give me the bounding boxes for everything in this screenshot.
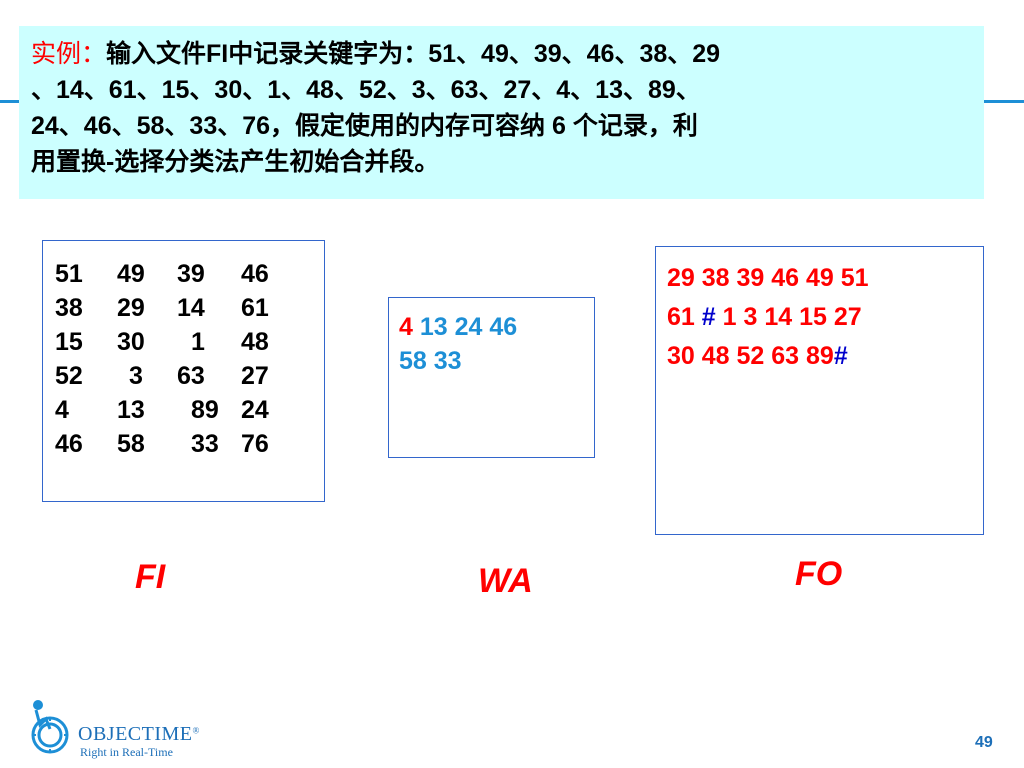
caption-fo: FO bbox=[795, 555, 843, 593]
logo-tagline: Right in Real-Time bbox=[80, 745, 173, 759]
page-number: 49 bbox=[975, 734, 993, 751]
header-rule-left bbox=[0, 100, 22, 103]
fo-line-1: 29 38 39 46 49 51 bbox=[667, 264, 869, 292]
problem-statement: 实例：输入文件FI中记录关键字为：51、49、39、46、38、29 、14、6… bbox=[19, 26, 984, 199]
objectime-logo-icon bbox=[31, 700, 69, 754]
wa-box: 4 13 24 46 58 33 bbox=[388, 297, 595, 458]
problem-line-1: 实例：输入文件FI中记录关键字为：51、49、39、46、38、29 bbox=[31, 40, 721, 68]
run-separator: # bbox=[833, 342, 848, 370]
run-separator: # bbox=[701, 303, 716, 331]
problem-line-2: 、14、61、15、30、1、48、52、3、63、27、4、13、89、 bbox=[31, 76, 701, 104]
fo-line-3: 30 48 52 63 89# bbox=[667, 342, 848, 370]
problem-label: 实例： bbox=[31, 40, 107, 68]
logo-wordmark: OBJECTIME® bbox=[78, 723, 200, 745]
problem-line-4: 用置换-选择分类法产生初始合并段。 bbox=[31, 148, 440, 176]
fo-box: 29 38 39 46 49 51 61 # 1 3 14 15 27 30 4… bbox=[655, 246, 984, 535]
header-rule-right bbox=[984, 100, 1024, 103]
wa-first-value: 4 bbox=[399, 313, 413, 341]
caption-fi: FI bbox=[135, 558, 166, 596]
wa-contents: 4 13 24 46 58 33 bbox=[399, 313, 518, 375]
problem-line-3: 24、46、58、33、76，假定使用的内存可容纳 6 个记录，利 bbox=[31, 112, 698, 140]
fo-line-2: 61 # 1 3 14 15 27 bbox=[667, 303, 862, 331]
caption-wa: WA bbox=[478, 562, 533, 600]
